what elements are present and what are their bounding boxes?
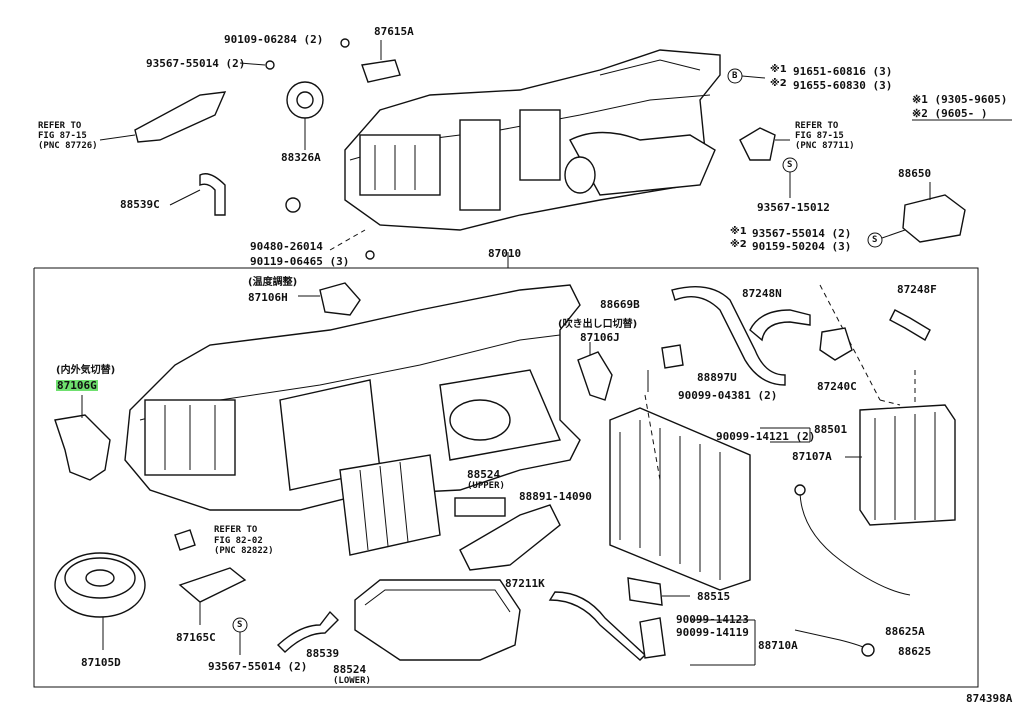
label-87106g: 87106G: [56, 379, 98, 392]
label-88539: 88539: [306, 647, 340, 660]
label-90119: 90119-06465 (3): [250, 255, 350, 268]
label-87106h: 87106H: [248, 291, 288, 304]
label-90099d: 90099-14119: [676, 626, 749, 639]
label-90099b: 90099-14121 (2): [716, 430, 816, 443]
refer-label-1: REFER TO: [38, 121, 82, 131]
callout-b: B: [732, 71, 738, 81]
label-90099a: 90099-04381 (2): [678, 389, 778, 402]
label-88650: 88650: [898, 167, 932, 180]
refer-fig-1: FIG 87-15: [38, 131, 87, 141]
label-87248n: 87248N: [742, 287, 782, 300]
label-88326a: 88326A: [281, 151, 321, 164]
label-87615a: 87615A: [374, 25, 414, 38]
part-87615a: [361, 59, 401, 83]
label-93567b: 93567-15012: [757, 201, 830, 214]
label-upper: (UPPER): [467, 481, 505, 491]
label-88524-lower: 88524: [333, 663, 367, 676]
label-87248f: 87248F: [897, 283, 937, 296]
hose-88669b: [671, 285, 786, 386]
duct-87726: [134, 91, 227, 143]
refer-pnc-2: (PNC 87711): [795, 141, 855, 151]
sensor-88625a: [799, 489, 911, 596]
label-88539c: 88539C: [120, 198, 160, 211]
label-88501: 88501: [814, 423, 848, 436]
label-87105d: 87105D: [81, 656, 121, 669]
label-93567d: 93567-55014 (2): [208, 660, 308, 673]
label-inout-jp: (内外気切替): [56, 365, 116, 376]
label-88625: 88625: [898, 645, 932, 658]
label-87107a: 87107A: [792, 450, 832, 463]
part-87165c: [178, 567, 247, 603]
label-90109: 90109-06284 (2): [224, 33, 324, 46]
part-88650: [902, 194, 966, 243]
range-1: ※1 (9305-9605): [912, 93, 1008, 106]
part-87711: [739, 127, 776, 161]
duct-87211k: [459, 504, 561, 571]
heater-core-87107a: [859, 404, 956, 526]
label-88669b: 88669B: [600, 298, 640, 311]
top-unit-assembly: [344, 49, 721, 231]
part-88515: [627, 577, 663, 606]
main-unit-assembly: [124, 284, 581, 556]
asterisk-2-mid: ※2: [730, 239, 747, 250]
part-87106j: [577, 351, 613, 401]
range-2: ※2 (9605- ): [912, 107, 988, 120]
asterisk-1-top: ※1: [770, 64, 787, 75]
hose-88539c: [199, 173, 226, 216]
label-88897u: 88897U: [697, 371, 737, 384]
part-82822: [174, 529, 196, 551]
valve-87240c: [819, 327, 853, 361]
refer-fig-2: FIG 87-15: [795, 131, 844, 141]
asterisk-1-mid: ※1: [730, 226, 747, 237]
label-88524-upper: 88524: [467, 468, 501, 481]
label-87010: 87010: [488, 247, 522, 260]
label-90480: 90480-26014: [250, 240, 323, 253]
label-87211k: 87211K: [505, 577, 545, 590]
asterisk-2-top: ※2: [770, 78, 787, 89]
label-88710a: 88710A: [758, 639, 798, 652]
label-88891: 88891-14090: [519, 490, 592, 503]
label-91651: 91651-60816 (3): [793, 65, 893, 78]
label-88625a: 88625A: [885, 625, 925, 638]
part-88897u: [661, 344, 684, 369]
refer-pnc-1: (PNC 87726): [38, 141, 98, 151]
part-87106g: [54, 414, 111, 481]
refer-fig-3: FIG 82-02: [214, 536, 263, 546]
part-90480: [285, 197, 301, 213]
refer-label-3: REFER TO: [214, 525, 258, 535]
hose-88539: [276, 610, 339, 653]
refer-label-2: REFER TO: [795, 121, 839, 131]
callout-s-2: S: [872, 235, 878, 245]
assembly-frame: [33, 267, 979, 688]
part-87106h: [319, 282, 361, 316]
label-93567c: 93567-55014 (2): [752, 227, 852, 240]
label-87240c: 87240C: [817, 380, 857, 393]
label-87106j: 87106J: [580, 331, 620, 344]
label-93567a: 93567-55014 (2): [146, 57, 246, 70]
refer-pnc-3: (PNC 82822): [214, 546, 274, 556]
hose-87248n: [749, 309, 811, 342]
label-91655: 91655-60830 (3): [793, 79, 893, 92]
label-90099c: 90099-14123: [676, 613, 749, 626]
part-88891: [454, 497, 506, 517]
label-temp-jp: (温度調整): [248, 277, 298, 288]
hose-87248f: [889, 309, 931, 341]
callout-s-1: S: [787, 160, 793, 170]
label-88515: 88515: [697, 590, 731, 603]
callout-s-3: S: [237, 620, 243, 630]
label-vent-jp: (吹き出し口切替): [558, 319, 638, 330]
label-87165c: 87165C: [176, 631, 216, 644]
tray-88524-lower: [354, 579, 521, 661]
label-lower: (LOWER): [333, 676, 371, 686]
label-90159: 90159-50204 (3): [752, 240, 852, 253]
figure-code: 874398A: [966, 692, 1013, 705]
